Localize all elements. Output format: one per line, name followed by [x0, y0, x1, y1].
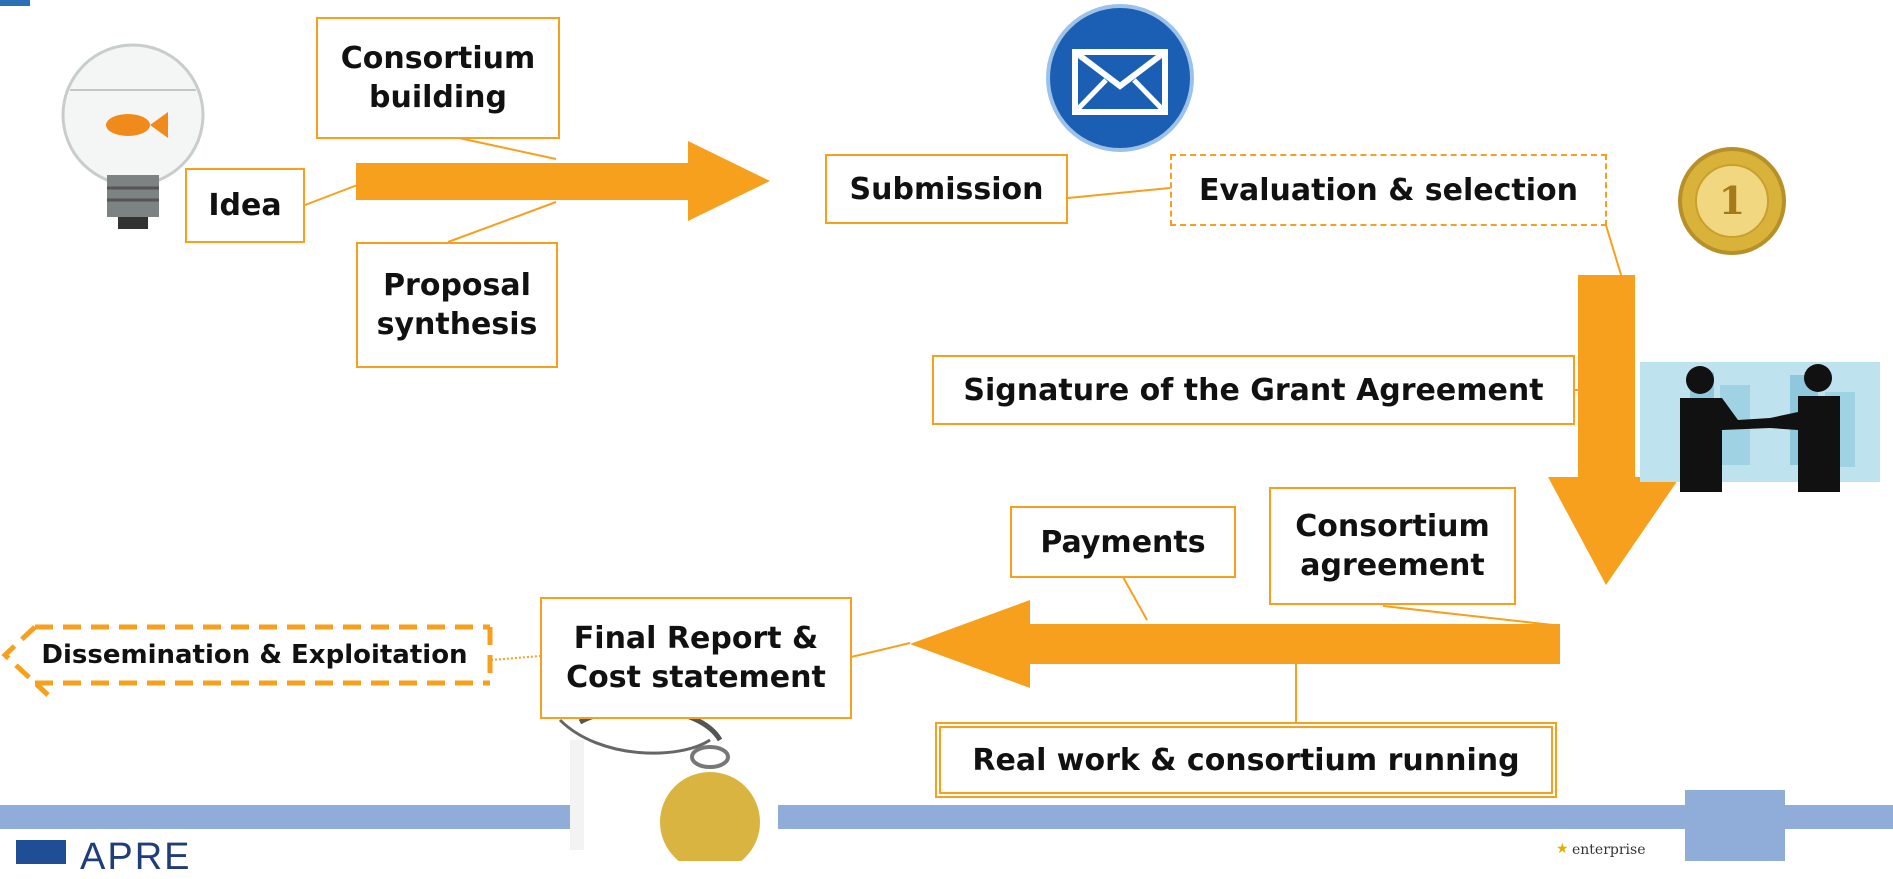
- process-diagram: 1: [1, 4, 1880, 861]
- arrow-right: [356, 141, 770, 221]
- step-real-work: Real work & consortium running: [935, 722, 1557, 798]
- enterprise-star-icon: ★: [1556, 840, 1569, 856]
- medal-pendant-icon: [558, 706, 760, 861]
- handshake-icon: [1640, 362, 1880, 492]
- step-consortium-building: Consortium building: [316, 17, 560, 139]
- svg-text:1: 1: [1719, 178, 1745, 223]
- enterprise-logo-text: enterprise: [1572, 842, 1646, 858]
- header-accent: [0, 0, 30, 6]
- envelope-icon: [1046, 4, 1194, 152]
- step-final-report: Final Report & Cost statement: [540, 597, 852, 719]
- step-signature-grant-agreement: Signature of the Grant Agreement: [932, 355, 1575, 425]
- gold-medal-icon: 1: [1678, 147, 1786, 255]
- dissemination-arrow: [1, 624, 493, 697]
- step-dissemination-exploitation: Dissemination & Exploitation: [41, 639, 468, 670]
- step-payments: Payments: [1010, 506, 1236, 578]
- step-proposal-synthesis: Proposal synthesis: [356, 242, 558, 368]
- arrow-down: [1548, 275, 1680, 585]
- lightbulb-fish-icon: [61, 43, 205, 229]
- step-evaluation-selection: Evaluation & selection: [1170, 154, 1607, 226]
- step-idea: Idea: [185, 168, 305, 243]
- footer-blue-block: [1685, 790, 1785, 861]
- footer-bar-left: [0, 805, 570, 829]
- step-consortium-agreement: Consortium agreement: [1269, 487, 1516, 605]
- arrow-left: [910, 600, 1560, 688]
- apre-logo-mark: [16, 840, 66, 864]
- connector-lines: [304, 137, 1623, 722]
- apre-logo-text: APRE: [80, 836, 192, 878]
- step-submission: Submission: [825, 154, 1068, 224]
